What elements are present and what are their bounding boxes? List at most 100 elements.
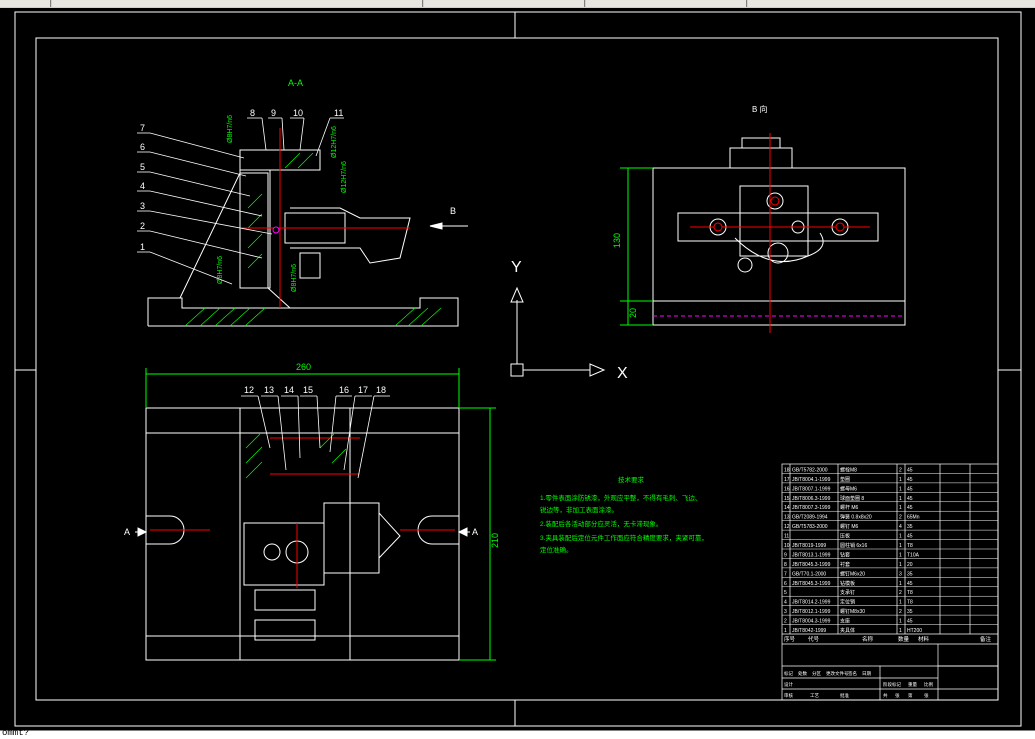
drawing-canvas[interactable]: A-A	[0, 8, 1035, 730]
bom-cell: 17	[784, 477, 790, 483]
bom-cell: 1	[899, 562, 902, 568]
bom-cell: 6	[784, 581, 787, 587]
bom-cell: 1	[784, 628, 787, 634]
tech-line: 锐边等，非加工表面涂漆。	[540, 505, 618, 514]
bom-cell: 35	[907, 609, 913, 615]
bom-cell: JB/T8004.1-1999	[792, 477, 831, 483]
balloon-14: 14	[284, 385, 294, 395]
bom-cell: 钻套	[840, 551, 850, 558]
bom-cell: 螺钉M8x30	[840, 608, 865, 615]
toolbar-segment[interactable]	[0, 0, 51, 7]
svg-text:签名: 签名	[848, 670, 857, 677]
bom-cell: HT200	[907, 628, 922, 634]
balloon-15: 15	[303, 385, 313, 395]
bom-cell: GB/T2089-1994	[792, 515, 828, 521]
balloon-16: 16	[339, 385, 349, 395]
bom-cell: JB/T8045.3-1999	[792, 562, 831, 568]
bom-cell: JB/T8012.1-1999	[792, 609, 831, 615]
balloon-11: 11	[334, 108, 343, 118]
bom-cell: 2	[899, 609, 902, 615]
bom-cell: 1	[899, 619, 902, 625]
bom-header-no: 序号	[784, 635, 796, 643]
drawing-svg[interactable]: A-A	[0, 8, 1035, 730]
bom-cell: 压板	[840, 533, 850, 540]
bom-cell: 12	[784, 524, 790, 530]
svg-text:重量: 重量	[908, 681, 917, 688]
bom-cell: 弹簧 0.8x8x20	[840, 514, 872, 521]
svg-text:Ø8H7/n6: Ø8H7/n6	[217, 256, 224, 284]
balloon-12: 12	[244, 385, 254, 395]
balloon-13: 13	[264, 385, 274, 395]
toolbar-segment[interactable]	[748, 0, 1035, 7]
bom-cell: 3	[899, 571, 902, 577]
dim-260: 260	[296, 362, 311, 372]
bom-cell: 1	[899, 534, 902, 540]
svg-text:处数: 处数	[798, 670, 807, 677]
bom-cell: 螺杆 M6	[840, 504, 859, 511]
dim-130: 130	[612, 233, 622, 248]
bom-cell: 2	[899, 467, 902, 473]
svg-text:分区: 分区	[812, 670, 821, 677]
tech-line: 定位准确。	[540, 545, 573, 554]
bom-cell: 圆柱销 6x16	[840, 542, 867, 549]
bom-cell: 1	[899, 505, 902, 511]
svg-text:比例: 比例	[924, 681, 933, 688]
command-text: ommt?	[2, 728, 30, 738]
bom-cell: 45	[907, 619, 913, 625]
bom-cell: 4	[899, 524, 902, 530]
toolbar-segment[interactable]	[586, 0, 747, 7]
bom-cell: T8	[907, 600, 913, 606]
technical-requirements: 技术要求 1.零件表面涂防锈漆，外观应平整，不得有毛刺、飞边、 锐边等，非加工表…	[540, 475, 708, 554]
command-line[interactable]: ommt?	[0, 728, 1035, 739]
tech-line: 2.装配后各活动部分应灵活，无卡滞现象。	[540, 519, 662, 528]
bom-cell: GB/T5782-2000	[792, 467, 828, 473]
view-b-label: B 向	[752, 104, 768, 114]
bom-cell: GB/T5783-2000	[792, 524, 828, 530]
bom-cell: 35	[907, 571, 913, 577]
dim-20: 20	[628, 308, 638, 318]
section-aa-label: A-A	[288, 78, 303, 88]
bom-header-code: 代号	[808, 635, 820, 643]
plan-view: 12 13 14 15 16 17 18 260 210	[124, 362, 500, 661]
bom-cell: 9	[784, 552, 787, 558]
bom-cell: 定位销	[840, 599, 855, 606]
ucs-icon	[510, 286, 606, 377]
bom-cell: 球面垫圈 8	[840, 495, 864, 502]
sheet-outer-frame	[14, 11, 1022, 727]
bom-header-material: 材料	[918, 635, 930, 643]
bom-cell: 支座	[840, 618, 850, 625]
bom-cell: 螺钉 M6	[840, 523, 859, 530]
bom-cell: 14	[784, 505, 790, 511]
bom-cell: JB/T8013.1-1999	[792, 552, 831, 558]
toolbar-segment[interactable]	[424, 0, 585, 7]
bom-cell: T8	[907, 543, 913, 549]
bom-cell: 夹具体	[840, 627, 855, 634]
bom-cell: JB/T8007.1-1999	[792, 486, 831, 492]
bom-cell: 4	[784, 600, 787, 606]
svg-text:Ø12H7/n6: Ø12H7/n6	[341, 161, 348, 193]
dim-210: 210	[490, 533, 500, 548]
bom-cell: 45	[907, 581, 913, 587]
bom-cell: JB/T8014.2-1999	[792, 600, 831, 606]
bom-cell: 2	[899, 590, 902, 596]
bom-cell: 1	[899, 581, 902, 587]
sheet-inner-frame	[35, 37, 999, 701]
balloon-2: 2	[140, 221, 145, 231]
bom-cell: T10A	[907, 552, 920, 558]
bom-cell: 15	[784, 496, 790, 502]
tech-line: 3.夹具装配后定位元件工作面应符合精度要求，夹紧可靠，	[540, 533, 708, 542]
svg-text:日期: 日期	[862, 671, 871, 677]
svg-text:Ø8H7/n6: Ø8H7/n6	[227, 115, 234, 143]
bom-cell: 螺钉M6x20	[840, 570, 865, 577]
svg-text:阶段标记: 阶段标记	[883, 681, 901, 688]
balloon-6: 6	[140, 142, 145, 152]
toolbar-segment[interactable]	[52, 0, 423, 7]
bom-cell: JB/T8019-1999	[792, 543, 826, 549]
svg-text:批准: 批准	[840, 692, 849, 699]
svg-text:张: 张	[924, 692, 929, 699]
bom-cell: JB/T8045.3-1999	[792, 581, 831, 587]
balloon-7: 7	[140, 123, 145, 133]
balloon-18: 18	[376, 385, 386, 395]
svg-text:设计: 设计	[784, 681, 793, 688]
tech-line: 1.零件表面涂防锈漆，外观应平整，不得有毛刺、飞边、	[540, 493, 701, 502]
